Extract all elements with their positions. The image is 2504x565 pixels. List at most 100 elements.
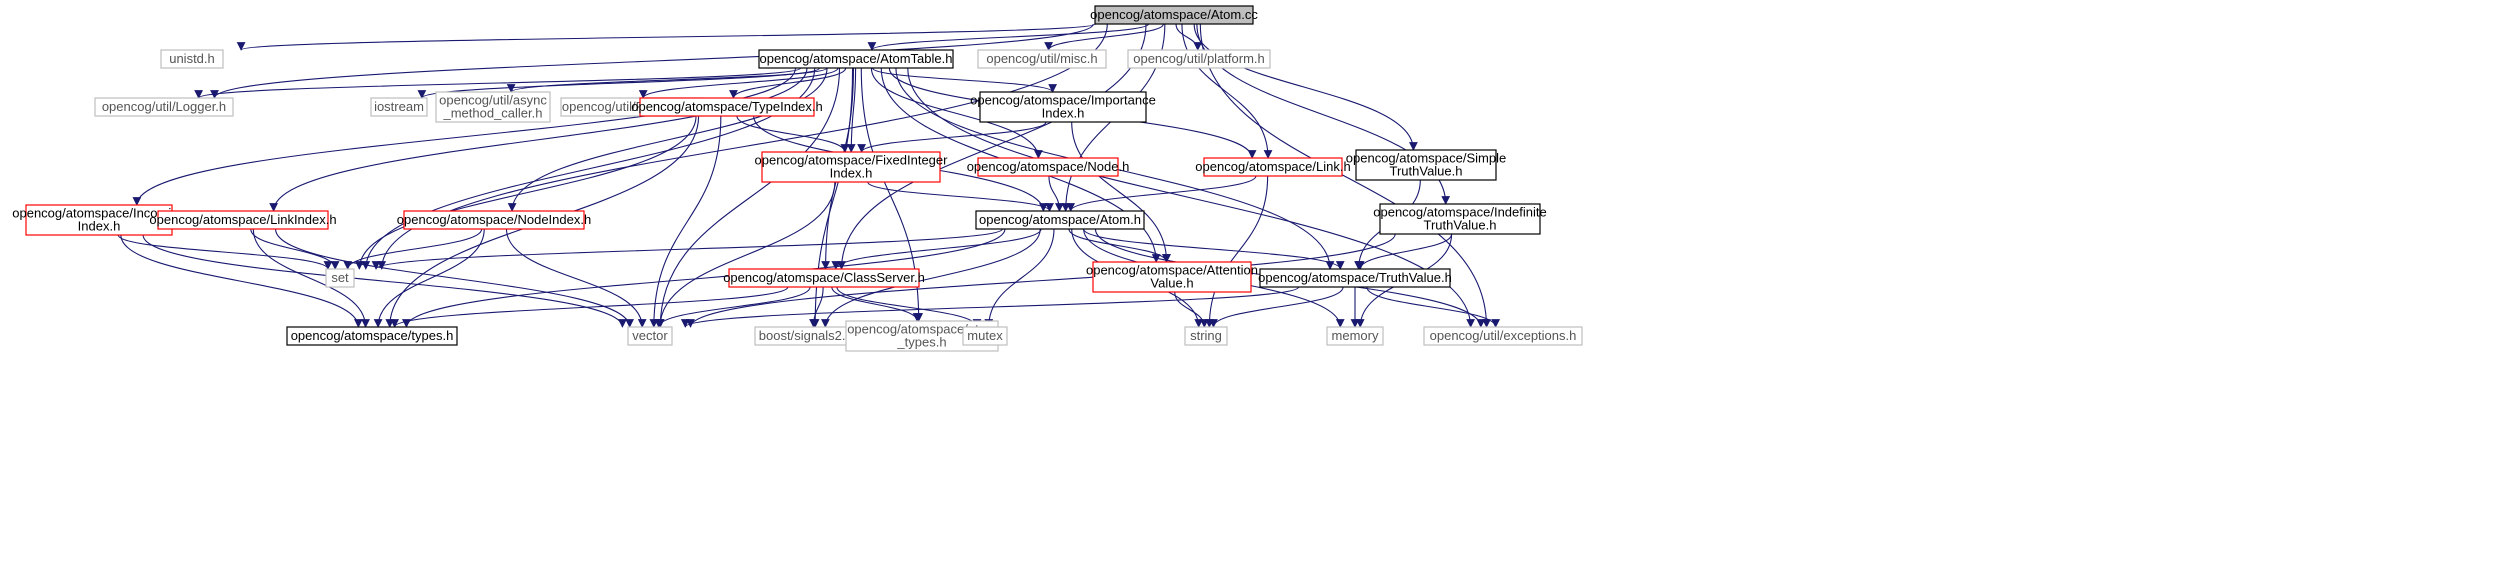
node-simpletv-label-0: opencog/atomspace/Simple (1346, 151, 1506, 166)
edge-classserver-to-signals2 (809, 286, 824, 328)
node-typeindex-box (639, 97, 815, 117)
edge-incoming-to-vector (142, 234, 627, 328)
node-classserver[interactable]: opencog/atomspace/ClassServer.h (723, 268, 925, 288)
node-indefinite-label-0: opencog/atomspace/Indefinite (1373, 205, 1546, 220)
node-types-label-0: opencog/atomspace/types.h (291, 328, 454, 343)
node-fixedint-label-0: opencog/atomspace/FixedInteger (755, 153, 949, 168)
edge-atom_h-to-types (402, 228, 1006, 328)
node-simpletv-box (1355, 149, 1497, 181)
edge-atom_h-to-classserver (831, 228, 1042, 270)
node-atom_h-box (975, 210, 1145, 230)
node-node-label-0: opencog/atomspace/Node.h (967, 159, 1130, 174)
node-simpletv-label-1: TruthValue.h (1390, 164, 1463, 179)
edge-atom_cc-to-misc (1044, 23, 1164, 51)
node-async-label-1: _method_caller.h (442, 106, 542, 121)
node-truthvalue[interactable]: opencog/atomspace/TruthValue.h (1258, 268, 1452, 288)
edge-atom_h-to-signals2 (820, 228, 1041, 328)
edge-importance-to-fixedint (857, 121, 1047, 153)
edge-atom_cc-to-logger (210, 23, 1094, 99)
edge-atomtable-to-importance (872, 67, 1057, 93)
edge-atom_cc-to-atomtable (867, 23, 1150, 51)
node-async: opencog/util/async_method_caller.h (435, 91, 551, 123)
edge-atomtable-to-node (870, 67, 1043, 159)
node-unistd-box (160, 49, 224, 69)
node-platform: opencog/util/platform.h (1127, 49, 1271, 69)
edge-atom_h-to-set (371, 228, 1003, 270)
node-unistd: unistd.h (160, 49, 224, 69)
edge-atomtable-to-linkindex (269, 67, 808, 212)
node-linkindex[interactable]: opencog/atomspace/LinkIndex.h (149, 210, 337, 230)
edge-atomtable-to-fixedint (846, 67, 857, 153)
node-atomtable-box (758, 49, 954, 69)
edge-atom_cc-to-simpletv (1193, 23, 1418, 151)
node-indefinite-label-1: TruthValue.h (1424, 218, 1497, 233)
node-mutex: mutex (962, 326, 1008, 346)
node-typeindex[interactable]: opencog/atomspace/TypeIndex.h (631, 97, 823, 117)
edge-fixedint-to-atom_h (867, 181, 1054, 212)
node-iostream-box (370, 97, 428, 117)
node-importance-box (979, 91, 1147, 123)
edge-truthvalue-to-string (1209, 286, 1344, 328)
edge-atomtable-to-async (506, 67, 828, 93)
node-indefinite-box (1379, 203, 1541, 235)
node-atom_cc[interactable]: opencog/atomspace/Atom.cc (1090, 5, 1258, 25)
edge-node-to-atom_h (1048, 175, 1064, 212)
edge-nodeindex-to-vector (505, 228, 647, 328)
node-vector-box (627, 326, 673, 346)
edge-linkindex-to-set (250, 228, 340, 270)
node-set-box (325, 268, 355, 288)
node-link[interactable]: opencog/atomspace/Link.h (1195, 157, 1351, 177)
node-set: set (325, 268, 355, 288)
node-truthvalue-label-0: opencog/atomspace/TruthValue.h (1258, 270, 1452, 285)
edge-linkindex-to-types (252, 228, 370, 328)
node-types[interactable]: opencog/atomspace/types.h (286, 326, 458, 346)
node-atom_types-label-0: opencog/atomspace/atom (847, 322, 997, 337)
node-nodeindex[interactable]: opencog/atomspace/NodeIndex.h (397, 210, 591, 230)
edge-incoming-to-types (120, 234, 363, 328)
node-node[interactable]: opencog/atomspace/Node.h (967, 157, 1130, 177)
edge-truthvalue-to-vector (681, 286, 1300, 328)
node-logger: opencog/util/Logger.h (94, 97, 234, 117)
edge-atom_cc-to-platform (1175, 23, 1203, 51)
node-linkindex-label-0: opencog/atomspace/LinkIndex.h (149, 212, 336, 227)
node-link-label-0: opencog/atomspace/Link.h (1195, 159, 1350, 174)
edge-atomtable-to-logger (194, 67, 802, 99)
node-fixedint-label-1: Index.h (830, 166, 873, 181)
node-exceptions-label-0: opencog/util/exceptions.h (1430, 328, 1577, 343)
edge-nodeindex-to-types (373, 228, 485, 328)
edge-typeindex-to-set (354, 115, 697, 270)
edge-atom_cc-to-unistd (237, 23, 1096, 51)
node-atom_h[interactable]: opencog/atomspace/Atom.h (975, 210, 1145, 230)
edge-incoming-to-set (117, 234, 333, 270)
node-vector: vector (627, 326, 673, 346)
node-incoming-box (25, 204, 173, 236)
node-attention-label-1: Value.h (1150, 276, 1193, 291)
node-linkindex-box (157, 210, 329, 230)
node-string: string (1184, 326, 1228, 346)
edge-atom_cc-to-link (1181, 23, 1273, 159)
edge-typeindex-to-vector (649, 115, 722, 328)
node-types-box (286, 326, 458, 346)
node-atom_cc-label-0: opencog/atomspace/Atom.cc (1090, 7, 1258, 22)
node-attention-label-0: opencog/atomspace/Attention (1086, 263, 1258, 278)
node-string-label-0: string (1190, 328, 1222, 343)
node-vector-label-0: vector (632, 328, 668, 343)
node-incoming-label-1: Index.h (78, 219, 121, 234)
node-node-box (977, 157, 1119, 177)
node-importance-label-1: Index.h (1042, 106, 1085, 121)
node-misc-box (977, 49, 1107, 69)
edge-linkindex-to-vector (275, 228, 634, 328)
edge-atomtable-to-incoming (132, 67, 796, 206)
edge-typeindex-to-fixedint (736, 115, 850, 153)
node-misc-label-0: opencog/util/misc.h (986, 51, 1097, 66)
node-platform-label-0: opencog/util/platform.h (1133, 51, 1265, 66)
edge-nodeindex-to-set (343, 228, 483, 270)
node-platform-box (1127, 49, 1271, 69)
node-atomtable[interactable]: opencog/atomspace/AtomTable.h (758, 49, 954, 69)
